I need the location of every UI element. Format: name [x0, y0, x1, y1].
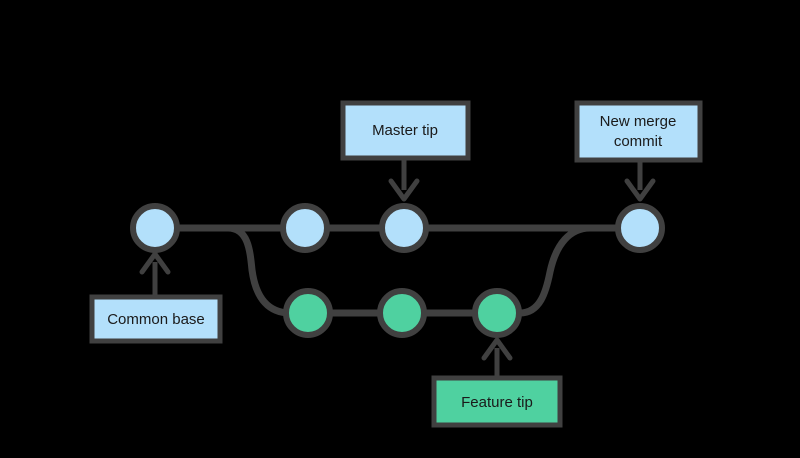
new-merge-commit-label-line1: New merge	[600, 113, 677, 130]
merge-curve	[493, 224, 622, 317]
commit-node-base[interactable]	[130, 203, 180, 253]
label-box-new-merge-commit[interactable]: New merge commit	[574, 100, 703, 163]
master-tip-label: Master tip	[372, 122, 438, 139]
arrow-new-merge-commit	[624, 162, 656, 202]
master-tip-box-rect	[340, 100, 471, 161]
commit-nodes	[130, 203, 665, 338]
commit-node-master-2[interactable]	[280, 203, 330, 253]
label-box-master-tip[interactable]: Master tip	[340, 100, 471, 161]
label-box-feature-tip[interactable]: Feature tip	[431, 375, 563, 428]
arrow-head	[624, 178, 656, 202]
label-boxes: Common base Master tip New merge commit …	[89, 100, 703, 428]
arrow-head	[481, 337, 513, 361]
arrow-master-tip	[388, 160, 420, 202]
common-base-box-rect	[89, 294, 223, 344]
feature-tip-label: Feature tip	[461, 394, 533, 411]
label-box-common-base[interactable]: Common base	[89, 294, 223, 344]
commit-node-merge[interactable]	[615, 203, 665, 253]
feature-tip-box-rect	[431, 375, 563, 428]
commit-node-feature-tip[interactable]	[472, 288, 522, 338]
common-base-label: Common base	[107, 311, 205, 328]
commit-node-feature-2[interactable]	[377, 288, 427, 338]
arrow-common-base	[139, 251, 171, 295]
arrow-head	[388, 178, 420, 202]
commit-node-master-tip[interactable]	[379, 203, 429, 253]
new-merge-commit-label-line2: commit	[614, 133, 663, 150]
arrow-head	[139, 251, 171, 275]
annotation-arrows	[139, 160, 656, 376]
commit-node-feature-1[interactable]	[283, 288, 333, 338]
arrow-feature-tip	[481, 337, 513, 376]
branch-out-curve	[209, 224, 312, 317]
new-merge-commit-box-rect	[574, 100, 703, 163]
